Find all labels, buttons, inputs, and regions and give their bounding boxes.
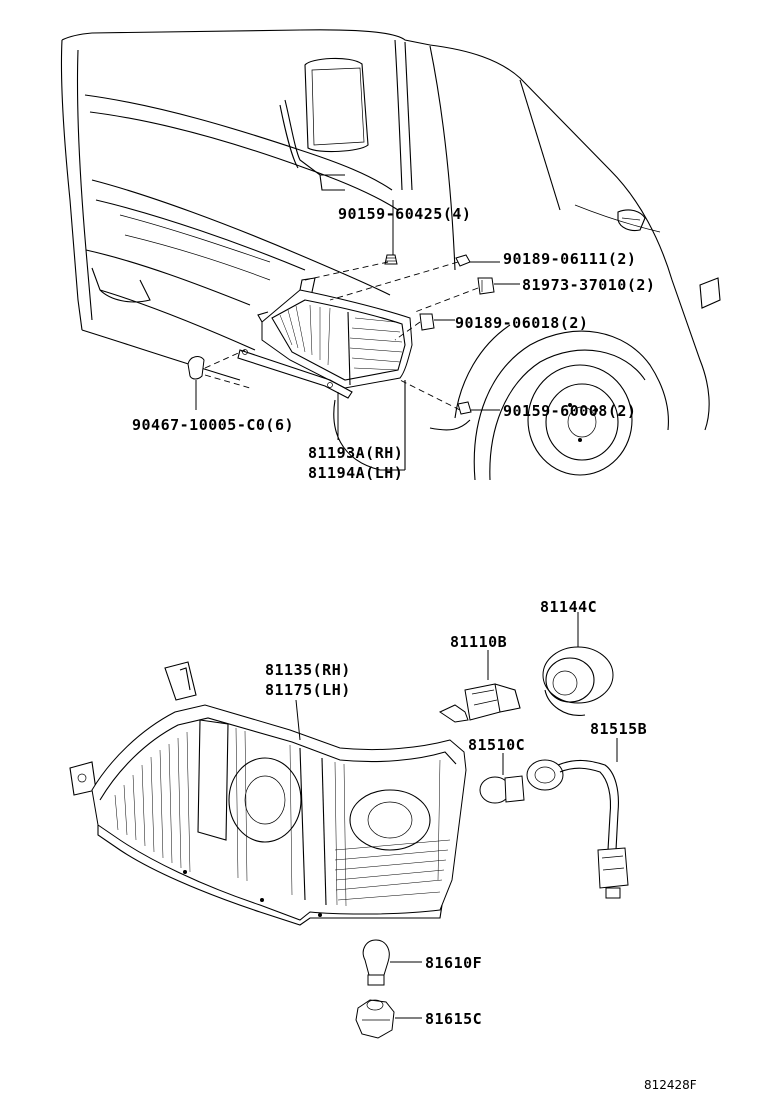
headlamp-assembly-icon — [69, 661, 467, 926]
label-81110B: 81110B — [450, 633, 507, 651]
assembly-lines — [204, 261, 479, 411]
label-81610F: 81610F — [425, 954, 482, 972]
socket-81615C-icon — [355, 999, 395, 1039]
label-90189-06111: 90189-06111(2) — [503, 250, 636, 268]
leader-lines-upper — [195, 200, 520, 440]
truck-front-outline-icon — [60, 29, 721, 481]
label-81510C: 81510C — [468, 736, 525, 754]
label-81515B: 81515B — [590, 720, 647, 738]
label-81615C: 81615C — [425, 1010, 482, 1028]
label-81194A: 81194A(LH) — [308, 464, 403, 482]
label-90159-60008: 90159-60008(2) — [503, 402, 636, 420]
label-90189-06018: 90189-06018(2) — [455, 314, 588, 332]
clip-90467-10005-icon — [187, 356, 205, 380]
bulb-cover-81144C-icon — [542, 646, 614, 716]
label-81193A: 81193A(RH) — [308, 444, 403, 462]
reference-code: 812428F — [644, 1078, 697, 1092]
small-bulb-81610F-icon — [362, 939, 390, 986]
label-81175: 81175(LH) — [265, 681, 351, 699]
halogen-bulb-81110B-icon — [438, 683, 521, 723]
socket-81515B-icon — [526, 759, 619, 851]
label-81973-37010: 81973-37010(2) — [522, 276, 655, 294]
label-90467-10005: 90467-10005-C0(6) — [132, 416, 294, 434]
wire-harness-connector-icon — [597, 847, 629, 899]
headlamp-assembly-mounted-icon — [237, 277, 413, 399]
screw-90189-06111-icon — [455, 254, 471, 267]
screw-90159-60008-icon — [457, 401, 472, 415]
label-90159-60425: 90159-60425(4) — [338, 205, 471, 223]
label-81135: 81135(RH) — [265, 661, 351, 679]
wedge-bulb-81510C-icon — [479, 775, 525, 804]
leader-lines-lower — [295, 612, 618, 1019]
screw-90159-60425-icon — [384, 254, 398, 265]
label-81144C: 81144C — [540, 598, 597, 616]
clip-81973-37010-icon — [477, 277, 495, 295]
clip-90189-06018-icon — [419, 313, 435, 331]
